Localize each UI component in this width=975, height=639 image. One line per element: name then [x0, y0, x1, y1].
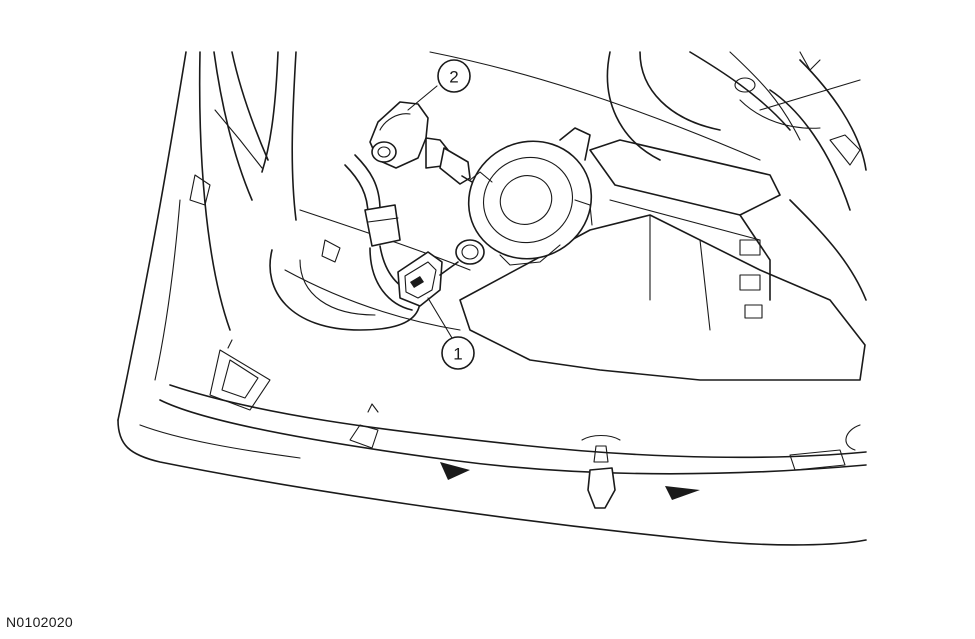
fender-contour [117, 51, 297, 421]
bulb-socket [467, 127, 593, 266]
headlamp-housing [459, 139, 866, 381]
front-bumper [117, 339, 867, 546]
bulb-part [369, 101, 473, 185]
right-side-components [606, 51, 867, 301]
wiring-harness [321, 154, 421, 311]
callout-2: 2 [437, 59, 471, 93]
callout-2-label: 2 [449, 68, 458, 87]
callout-1-label: 1 [453, 345, 462, 364]
body-upper-contour [269, 51, 761, 331]
callout-1: 1 [441, 336, 475, 370]
figure-id: N0102020 [6, 614, 74, 630]
leader-lines [407, 85, 453, 339]
bulb-connector-part [397, 239, 485, 307]
